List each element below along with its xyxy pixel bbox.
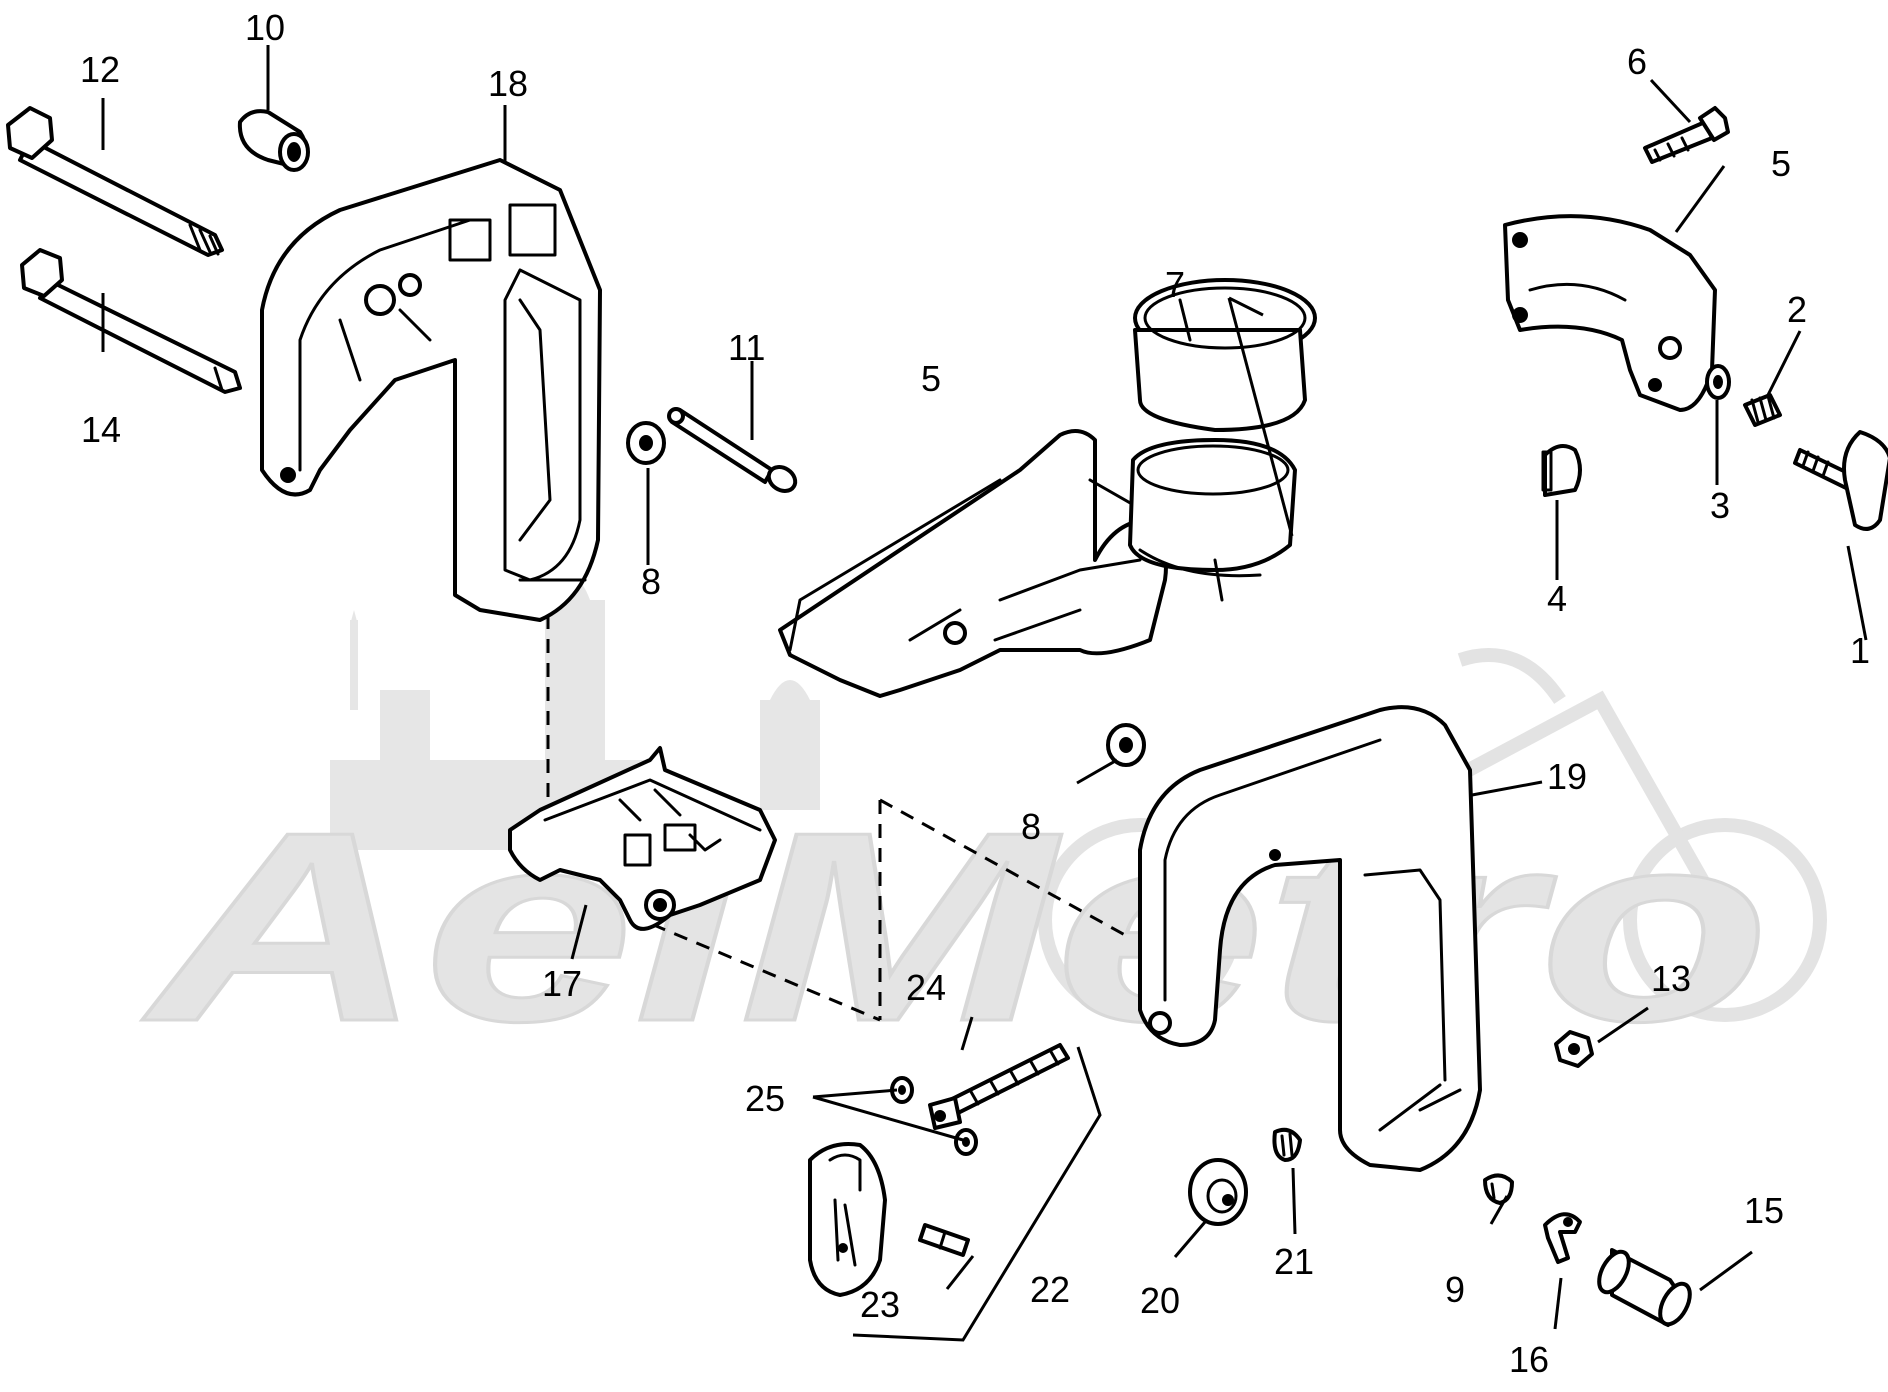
callout-8-lower: 8 [1021, 806, 1041, 847]
part-18-swivel-bracket [260, 158, 602, 622]
assembly-guide-lines [546, 615, 1126, 1022]
callout-4: 4 [1547, 578, 1567, 619]
part-4-pad [1541, 444, 1582, 497]
callout-20: 20 [1140, 1280, 1180, 1321]
part-24-adjusting-screw [928, 1043, 1070, 1130]
callout-22: 22 [1030, 1269, 1070, 1310]
callout-6: 6 [1627, 41, 1647, 82]
callout-11: 11 [728, 327, 765, 368]
callout-24: 24 [906, 967, 946, 1008]
part-14-bolt [20, 248, 242, 394]
leader-lines [101, 45, 1868, 1342]
part-9-nut [1483, 1173, 1514, 1205]
callout-16: 16 [1509, 1339, 1549, 1380]
callout-2: 2 [1787, 289, 1807, 330]
callout-19: 19 [1547, 756, 1587, 797]
part-8-washer-lower [1106, 723, 1146, 767]
part-3-washer [1705, 364, 1731, 400]
part-5-clamp-half [1503, 214, 1717, 412]
part-1-wing-screw [1793, 430, 1888, 531]
part-12-long-bolt [6, 106, 224, 257]
callout-9: 9 [1445, 1269, 1465, 1310]
callout-10: 10 [245, 7, 285, 48]
callout-12: 12 [80, 49, 120, 90]
part-5-clamp-body [778, 429, 1168, 698]
callout-7: 7 [1165, 264, 1185, 305]
callout-15: 15 [1744, 1190, 1784, 1231]
part-20-cap [1188, 1158, 1248, 1226]
part-7-bushing-upper [1133, 278, 1317, 432]
part-8-washer-upper [626, 421, 666, 465]
callout-18: 18 [488, 63, 528, 104]
callout-5-clamp-body: 5 [921, 358, 941, 399]
callout-1: 1 [1850, 630, 1870, 671]
callout-3: 3 [1710, 485, 1730, 526]
part-16-clip [1543, 1212, 1582, 1264]
part-21-nut [1272, 1127, 1302, 1162]
watermark-wordmark: AeiMetro [138, 777, 1770, 1078]
part-22-lever [808, 1142, 887, 1297]
callout-17: 17 [542, 963, 582, 1004]
part-19-stern-bracket [1138, 705, 1482, 1172]
callout-23: 23 [860, 1284, 900, 1325]
part-25-washer-b [954, 1128, 978, 1156]
callout-21: 21 [1274, 1241, 1314, 1282]
part-6-screw [1643, 106, 1730, 164]
callout-5-clamp-half: 5 [1771, 143, 1791, 184]
part-11-pin [667, 407, 798, 493]
part-2-spring [1743, 393, 1782, 427]
callout-14: 14 [81, 409, 121, 450]
part-10-rubber-plug [237, 109, 310, 172]
callout-13: 13 [1651, 958, 1691, 999]
part-13-nut [1554, 1030, 1594, 1068]
watermark: AeiMetro [137, 540, 1827, 1080]
callout-8-upper: 8 [641, 561, 661, 602]
part-23-pin [918, 1223, 970, 1257]
callout-labels: 1 2 3 4 5 6 7 5 8 8 9 10 11 12 13 14 15 … [80, 7, 1870, 1380]
part-15-sleeve [1597, 1248, 1692, 1327]
callout-25: 25 [745, 1078, 785, 1119]
part-7-bushing-lower [1128, 438, 1297, 602]
part-17-support-bracket [508, 746, 777, 931]
